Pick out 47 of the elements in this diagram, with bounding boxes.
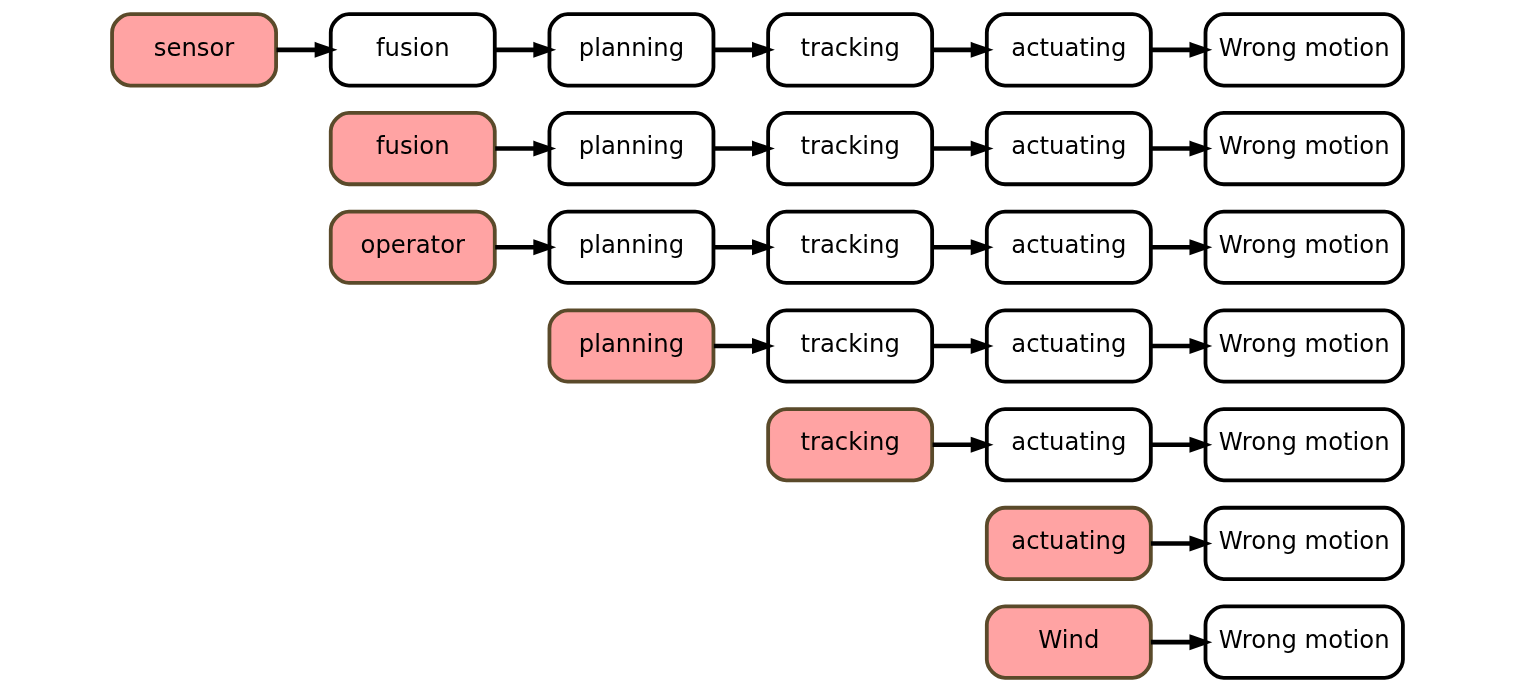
node-box: planning: [547, 111, 716, 187]
node-box: actuating: [984, 209, 1153, 285]
node-box: actuating: [984, 308, 1153, 384]
node-box: tracking: [766, 308, 935, 384]
arrow: [932, 338, 994, 354]
node-box: actuating: [984, 12, 1153, 88]
arrow: [713, 41, 775, 58]
arrow: [932, 239, 994, 256]
arrow: [932, 436, 994, 453]
node-box: Wrong motion: [1203, 209, 1405, 285]
arrow: [1150, 41, 1213, 58]
node-box: tracking: [766, 407, 935, 483]
node-box: Wrong motion: [1203, 407, 1405, 483]
node-box: fusion: [328, 12, 497, 88]
node-box: Wrong motion: [1203, 505, 1405, 581]
node-box: planning: [547, 308, 716, 384]
node-box: actuating: [984, 111, 1153, 187]
arrow: [713, 338, 775, 354]
node-box: tracking: [766, 209, 935, 285]
node-box: planning: [547, 12, 716, 88]
arrow: [932, 140, 994, 157]
arrow: [713, 239, 775, 256]
node-box: Wrong motion: [1203, 604, 1405, 680]
arrow: [932, 41, 994, 58]
arrow: [1150, 436, 1213, 453]
node-box: actuating: [984, 505, 1153, 581]
node-box: Wind: [984, 604, 1153, 680]
node-box: sensor: [110, 12, 278, 88]
arrow: [1150, 239, 1213, 256]
node-box: fusion: [328, 111, 497, 187]
arrow: [495, 140, 557, 157]
arrow: [276, 41, 338, 58]
node-box: Wrong motion: [1203, 12, 1405, 88]
arrow: [1150, 634, 1213, 651]
node-box: Wrong motion: [1203, 308, 1405, 384]
node-box: actuating: [984, 407, 1153, 483]
node-box: operator: [328, 209, 497, 285]
arrow: [1150, 140, 1213, 157]
arrow: [713, 140, 775, 157]
arrow: [495, 41, 557, 58]
node-box: tracking: [766, 12, 935, 88]
node-box: planning: [547, 209, 716, 285]
node-box: Wrong motion: [1203, 111, 1405, 187]
arrow: [495, 239, 557, 256]
node-box: tracking: [766, 111, 935, 187]
arrow: [1150, 338, 1213, 354]
arrow: [1150, 535, 1213, 552]
